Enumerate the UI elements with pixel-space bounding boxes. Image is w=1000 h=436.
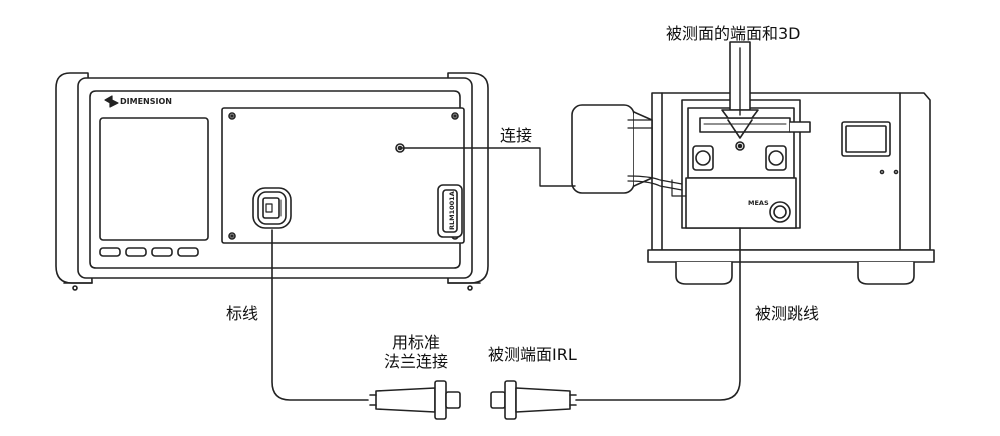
reference-connector — [369, 380, 461, 420]
output-port[interactable] — [252, 187, 292, 229]
brand-logo-icon — [104, 95, 119, 108]
std-flange-label-1: 用标准 — [392, 333, 441, 352]
dut-endface-irl-label: 被测端面IRL — [488, 345, 577, 364]
leader-lines — [399, 47, 741, 187]
test-instrument — [55, 72, 489, 291]
brand-text: DIMENSION — [120, 97, 172, 106]
meas-button[interactable] — [769, 201, 791, 223]
reference-cord-label: 标线 — [226, 304, 259, 323]
top-caption: 被测面的端面和3D — [666, 24, 801, 43]
module-text: RLM1001A — [448, 191, 456, 230]
endface-3d-tester — [571, 41, 935, 285]
module-handle[interactable] — [437, 184, 463, 238]
std-flange-label-2: 法兰连接 — [384, 352, 449, 371]
meas-text: MEAS — [748, 199, 769, 207]
dut-connector — [490, 380, 577, 420]
connect-leader — [399, 147, 576, 187]
dut-jumper-label: 被测跳线 — [755, 304, 820, 323]
connect-label: 连接 — [500, 126, 533, 145]
dut-jumper — [575, 227, 741, 401]
fiber-cables — [271, 227, 741, 401]
reference-cord — [271, 229, 369, 401]
